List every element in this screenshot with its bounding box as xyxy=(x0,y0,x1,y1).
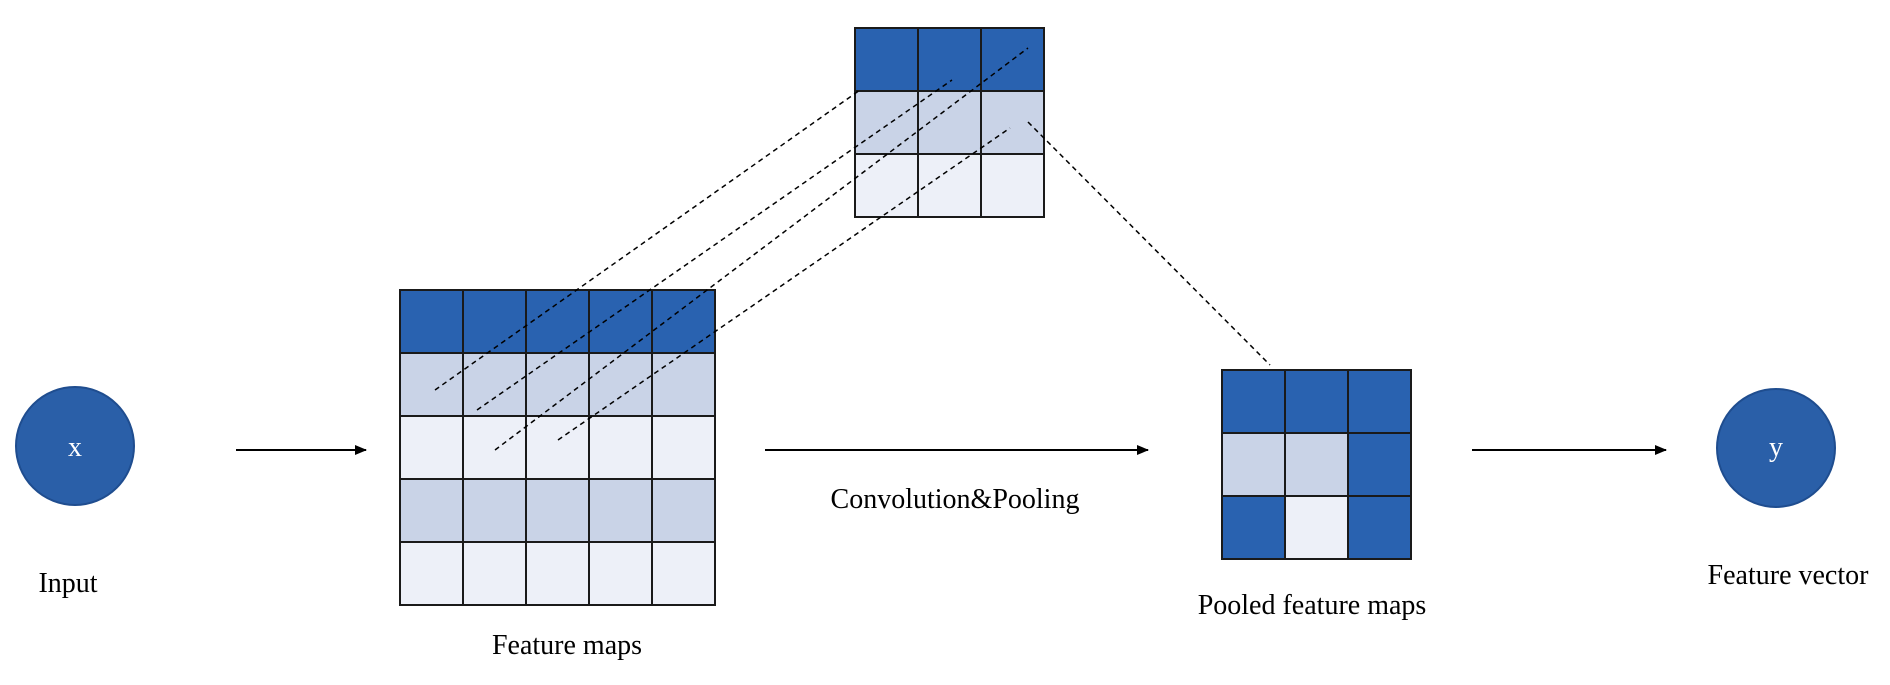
pooled-feature-map-cell xyxy=(1221,369,1286,434)
feature-map-cell xyxy=(399,541,464,606)
feature-vector-label: Feature vector xyxy=(1708,560,1870,591)
feature-maps-grid xyxy=(399,289,716,606)
feature-map-cell xyxy=(651,415,716,480)
feature-maps-label: Feature maps xyxy=(492,630,642,661)
kernel-cell xyxy=(854,153,919,218)
pooled-feature-map-cell xyxy=(1347,495,1412,560)
feature-map-cell xyxy=(462,415,527,480)
input-node-label: x xyxy=(68,432,82,463)
feature-map-cell xyxy=(525,289,590,354)
pooled-feature-map-cell xyxy=(1284,495,1349,560)
projection-line xyxy=(494,47,1029,451)
projection-line xyxy=(476,79,953,411)
feature-map-cell xyxy=(651,289,716,354)
kernel-cell xyxy=(854,90,919,155)
pooled-feature-maps-grid xyxy=(1221,369,1412,560)
feature-map-cell xyxy=(651,541,716,606)
output-node-label: y xyxy=(1769,432,1783,463)
kernel-cell xyxy=(917,90,982,155)
feature-map-cell xyxy=(588,415,653,480)
feature-map-cell xyxy=(399,289,464,354)
feature-map-cell xyxy=(588,478,653,543)
kernel-cell xyxy=(917,27,982,92)
feature-map-cell xyxy=(462,352,527,417)
kernel-cell xyxy=(980,153,1045,218)
feature-map-cell xyxy=(399,352,464,417)
pooled-feature-map-cell xyxy=(1284,432,1349,497)
kernel-cell xyxy=(854,27,919,92)
feature-map-cell xyxy=(651,478,716,543)
projection-line xyxy=(434,89,861,391)
input-label: Input xyxy=(38,568,97,599)
pooled-feature-map-cell xyxy=(1284,369,1349,434)
feature-map-cell xyxy=(588,352,653,417)
projection-line xyxy=(1027,121,1271,366)
projection-line xyxy=(557,127,1011,441)
feature-map-cell xyxy=(399,478,464,543)
feature-map-cell xyxy=(525,415,590,480)
pooled-feature-map-cell xyxy=(1347,369,1412,434)
feature-map-cell xyxy=(525,352,590,417)
projection-lines xyxy=(434,47,1271,451)
pooled-feature-map-cell xyxy=(1347,432,1412,497)
feature-map-cell xyxy=(399,415,464,480)
feature-map-cell xyxy=(588,289,653,354)
feature-map-cell xyxy=(462,289,527,354)
feature-map-cell xyxy=(462,478,527,543)
pooled-feature-maps-label: Pooled feature maps xyxy=(1198,590,1427,621)
kernel-grid xyxy=(854,27,1045,218)
output-node: y xyxy=(1716,388,1836,508)
pooled-feature-map-cell xyxy=(1221,432,1286,497)
feature-map-cell xyxy=(525,478,590,543)
kernel-cell xyxy=(980,90,1045,155)
feature-map-cell xyxy=(462,541,527,606)
pooled-feature-map-cell xyxy=(1221,495,1286,560)
feature-map-cell xyxy=(525,541,590,606)
feature-map-cell xyxy=(588,541,653,606)
input-node: x xyxy=(15,386,135,506)
feature-map-cell xyxy=(651,352,716,417)
kernel-cell xyxy=(917,153,982,218)
operation-label: Convolution&Pooling xyxy=(831,484,1080,515)
